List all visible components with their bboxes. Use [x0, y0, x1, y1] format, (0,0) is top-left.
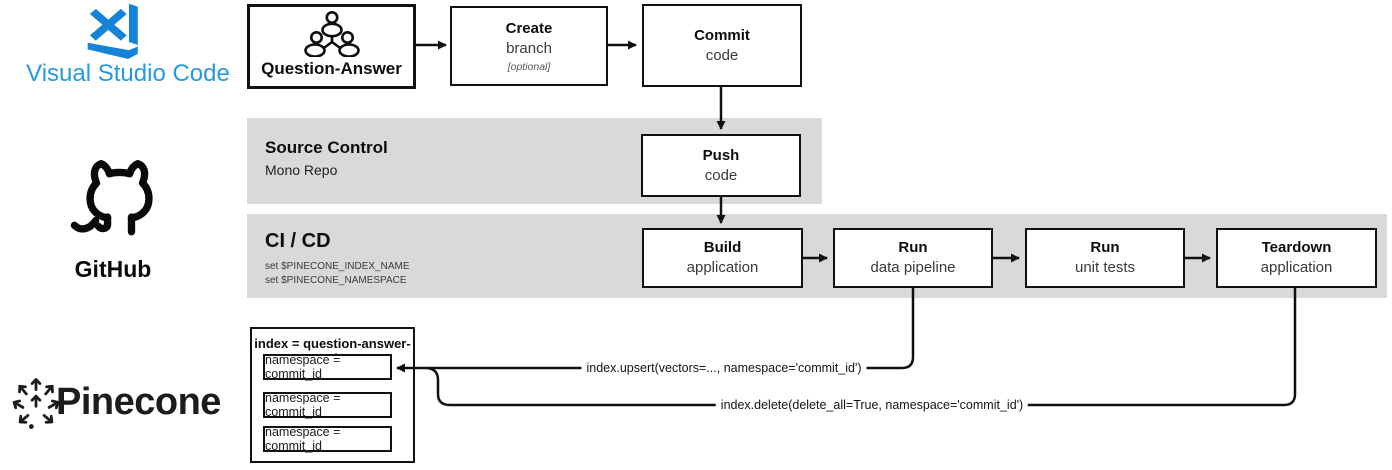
github-octocat-icon — [70, 160, 153, 236]
run-unit-tests-subtitle: unit tests — [1074, 259, 1136, 276]
namespace-box-2: namespace = commit_id — [263, 391, 392, 419]
build-application-title: Build — [703, 239, 742, 256]
build-application-subtitle: application — [686, 259, 759, 276]
cicd-title: CI / CD — [265, 230, 331, 252]
push-code-subtitle: code — [704, 166, 738, 184]
vscode-wordmark: Visual Studio Code — [26, 60, 230, 87]
env-line-index-name: set $PINECONE_INDEX_NAME — [265, 261, 410, 272]
push-code-box: Push code — [641, 134, 801, 197]
run-unit-tests-title: Run — [1090, 239, 1120, 256]
push-code-title: Push — [702, 146, 740, 164]
team-icon — [303, 11, 360, 57]
teardown-application-box: Teardown application — [1216, 228, 1377, 288]
build-application-box: Build application — [642, 228, 803, 288]
create-branch-title: Create — [505, 19, 553, 37]
connector-delete-to-namespace — [426, 288, 1297, 407]
question-answer-label: Question-Answer — [261, 59, 402, 78]
create-branch-box: Create branch [optional] — [450, 6, 608, 86]
delete-call-label: index.delete(delete_all=True, namespace=… — [715, 397, 1029, 413]
create-branch-subtitle: branch — [506, 39, 552, 57]
namespace-box-1: namespace = commit_id — [263, 353, 392, 381]
pinecone-wordmark: Pinecone — [56, 381, 221, 423]
pinecone-index-box: index = question-answer-ci namespace = c… — [250, 327, 415, 463]
commit-code-title: Commit — [694, 26, 750, 44]
pinecone-icon — [12, 378, 60, 429]
github-wordmark: GitHub — [74, 256, 152, 282]
connector-upsert-to-namespace — [396, 288, 915, 373]
create-branch-note: [optional] — [507, 60, 551, 73]
commit-code-box: Commit code — [642, 4, 802, 87]
run-data-pipeline-box: Run data pipeline — [833, 228, 993, 288]
run-unit-tests-box: Run unit tests — [1025, 228, 1185, 288]
source-control-title: Source Control — [265, 138, 388, 157]
source-control-subtitle: Mono Repo — [265, 161, 338, 178]
upsert-call-label: index.upsert(vectors=..., namespace='com… — [581, 360, 867, 376]
commit-code-subtitle: code — [705, 46, 739, 64]
vscode-icon — [87, 3, 138, 59]
teardown-application-subtitle: application — [1260, 259, 1333, 276]
question-answer-box: Question-Answer — [247, 4, 416, 89]
teardown-application-title: Teardown — [1261, 239, 1332, 256]
cicd-lane: CI / CD set $PINECONE_INDEX_NAME set $PI… — [247, 214, 1387, 298]
run-data-pipeline-title: Run — [898, 239, 928, 256]
cicd-env-vars: set $PINECONE_INDEX_NAME set $PINECONE_N… — [265, 260, 1387, 287]
env-line-namespace: set $PINECONE_NAMESPACE — [265, 274, 407, 286]
run-data-pipeline-subtitle: data pipeline — [870, 259, 956, 276]
namespace-box-3: namespace = commit_id — [263, 425, 392, 453]
